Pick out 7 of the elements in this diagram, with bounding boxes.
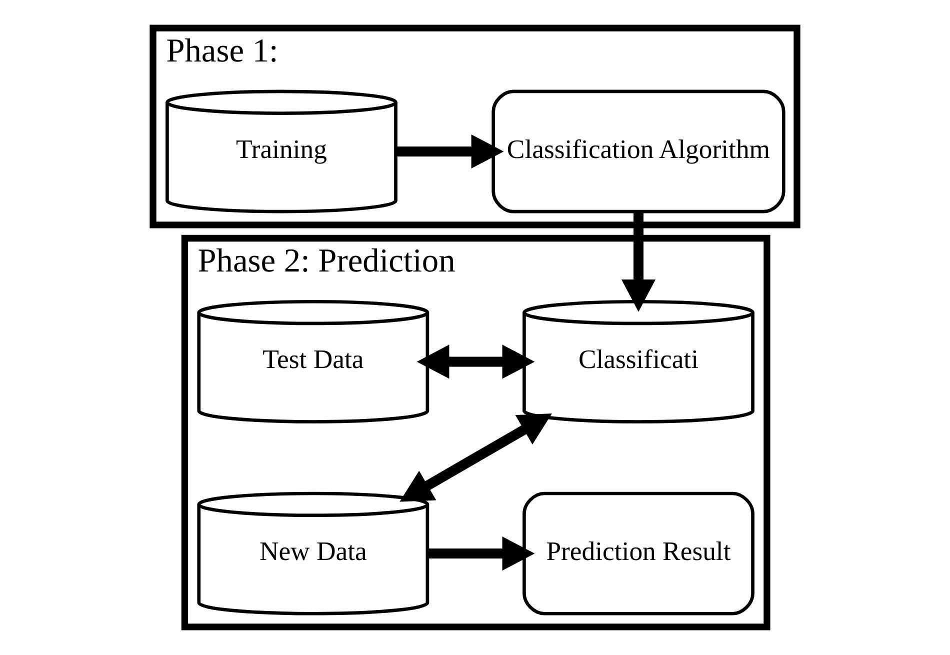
arrow	[400, 414, 552, 502]
node-box: Classification Algorithm	[492, 90, 786, 214]
arrow	[428, 536, 535, 571]
node-box: Prediction Result	[522, 492, 754, 616]
arrow	[416, 344, 535, 379]
arrow	[396, 134, 504, 169]
arrow	[621, 212, 656, 312]
